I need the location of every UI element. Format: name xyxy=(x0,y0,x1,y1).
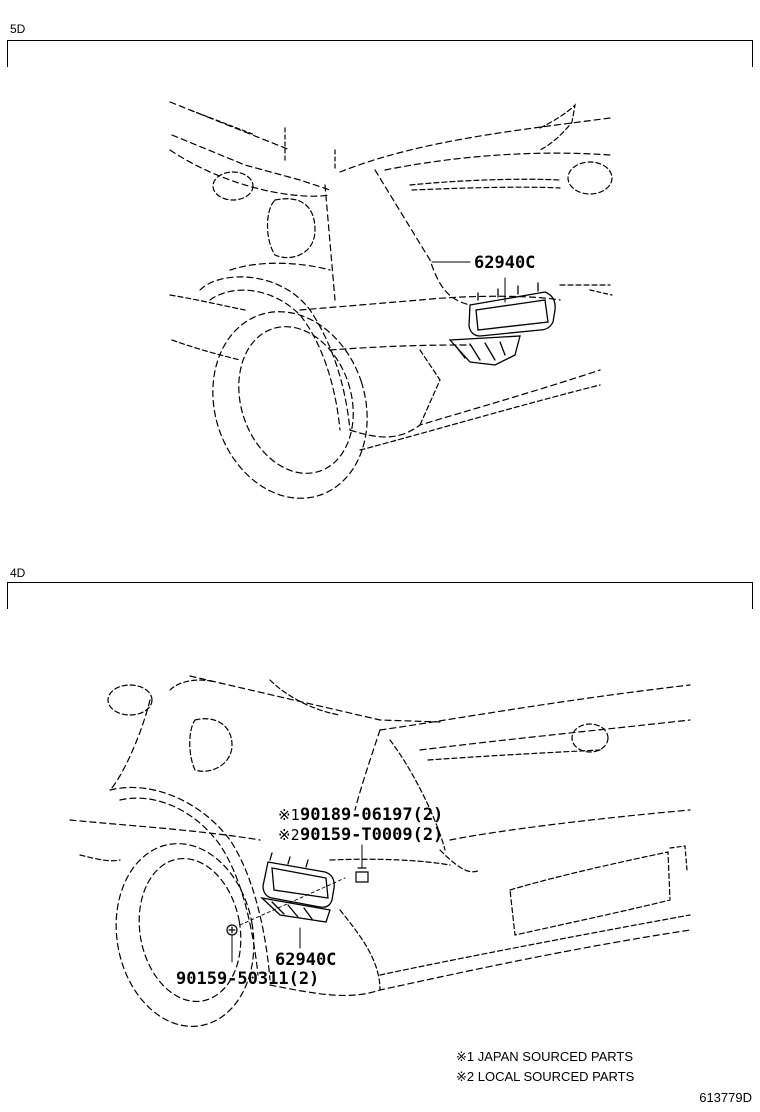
bottom-clip-part xyxy=(355,867,369,883)
section-label-4d: 4D xyxy=(10,566,26,580)
bottom-screw-number: 90159-50311(2) xyxy=(176,969,319,989)
section-frame-5d xyxy=(7,40,753,67)
bottom-clip-1-number: 90189-06197(2) xyxy=(300,805,443,825)
section-label-5d: 5D xyxy=(10,22,26,36)
legend-line-japan: ※1 JAPAN SOURCED PARTS xyxy=(456,1049,634,1064)
section-frame-4d xyxy=(7,582,753,609)
top-reflector-part xyxy=(448,282,556,366)
figure-number: 613779D xyxy=(699,1090,752,1105)
bottom-reflector-part xyxy=(259,852,335,923)
bottom-car-illustration xyxy=(69,675,691,1027)
legend: ※1 JAPAN SOURCED PARTS ※2 LOCAL SOURCED … xyxy=(456,1047,634,1087)
bottom-clip-1-mark: ※1 xyxy=(278,806,300,824)
top-part-number: 62940C xyxy=(474,253,535,273)
legend-line-local: ※2 LOCAL SOURCED PARTS xyxy=(456,1069,635,1084)
top-car-illustration xyxy=(169,101,613,499)
bottom-screw-part xyxy=(226,924,238,936)
bottom-clip-2-mark: ※2 xyxy=(278,826,300,844)
bottom-part-number: 62940C xyxy=(275,950,336,970)
bottom-clip-2-number: 90159-T0009(2) xyxy=(300,825,443,845)
